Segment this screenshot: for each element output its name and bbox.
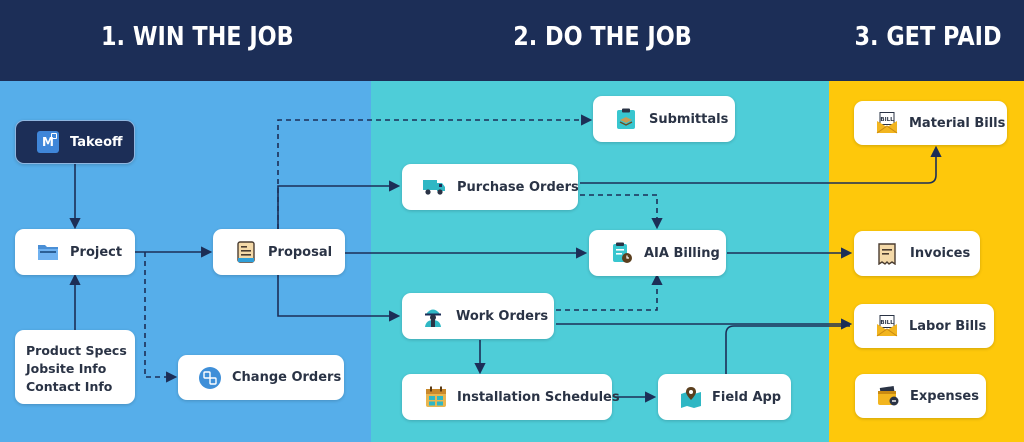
work-orders-label: Work Orders	[456, 308, 549, 324]
clipboard-layers-icon	[615, 108, 637, 130]
edge-purchase-orders-aia-billing	[580, 194, 663, 230]
expenses-label: Expenses	[910, 388, 979, 404]
map-pin-icon	[680, 386, 702, 408]
submittals-label: Submittals	[649, 111, 729, 127]
calendar-icon	[425, 386, 447, 408]
material-bills-label: Material Bills	[909, 115, 1006, 131]
swap-icon	[199, 366, 221, 389]
field-app-node[interactable]: Field App	[658, 374, 791, 420]
aia-billing-label: AIA Billing	[644, 245, 720, 261]
invoices-label: Invoices	[910, 246, 971, 261]
labor-bills-node[interactable]: BILL Labor Bills	[854, 304, 994, 348]
takeoff-logo-letter: M	[42, 135, 54, 149]
field-app-label: Field App	[712, 389, 782, 405]
purchase-orders-label: Purchase Orders	[457, 179, 579, 195]
change-orders-label: Change Orders	[232, 370, 342, 385]
takeoff-logo-icon: M	[37, 131, 59, 153]
product-specs-text: Product Specs	[26, 343, 127, 358]
edge-work-orders-aia-billing	[556, 273, 663, 311]
takeoff-label: Takeoff	[70, 134, 123, 150]
edge-purchase-orders-material-bills	[580, 145, 942, 184]
clipboard-clock-icon	[611, 242, 633, 264]
edge-proposal-purchase-orders	[277, 180, 401, 229]
phase-title-do: 2. DO THE JOB	[513, 22, 692, 52]
labor-bills-label: Labor Bills	[909, 318, 987, 334]
installation-schedules-node[interactable]: Installation Schedules	[402, 374, 620, 420]
work-orders-node[interactable]: Work Orders	[402, 293, 554, 339]
bill-envelope-icon: BILL	[876, 112, 898, 134]
purchase-orders-node[interactable]: Purchase Orders	[402, 164, 579, 210]
submittals-node[interactable]: Submittals	[593, 96, 735, 142]
contact-info-text: Contact Info	[26, 379, 113, 394]
edge-field-app-labor-bills	[725, 325, 850, 374]
edge-proposal-work-orders	[277, 275, 401, 322]
wallet-icon	[877, 385, 899, 407]
expenses-node[interactable]: Expenses	[855, 374, 986, 418]
project-label: Project	[70, 244, 123, 260]
folder-icon	[37, 241, 59, 263]
material-bills-node[interactable]: BILL Material Bills	[854, 101, 1007, 145]
phase-title-paid: 3. GET PAID	[854, 22, 1002, 52]
edge-project-change-orders	[144, 252, 178, 383]
takeoff-node[interactable]: M Takeoff	[15, 120, 135, 164]
jobsite-info-text: Jobsite Info	[26, 361, 107, 376]
proposal-label: Proposal	[268, 244, 333, 260]
change-orders-node[interactable]: Change Orders	[178, 355, 344, 400]
phase-header	[0, 0, 1024, 81]
bill-badge-text: BILL	[880, 320, 894, 326]
aia-billing-node[interactable]: AIA Billing	[589, 230, 726, 276]
truck-icon	[422, 176, 446, 198]
bill-envelope-icon: BILL	[876, 315, 898, 337]
bill-badge-text: BILL	[880, 117, 894, 123]
receipt-icon	[876, 242, 898, 265]
installation-schedules-label: Installation Schedules	[457, 389, 620, 405]
document-icon	[235, 241, 257, 263]
project-node[interactable]: Project	[15, 229, 135, 275]
invoices-node[interactable]: Invoices	[854, 231, 980, 276]
proposal-node[interactable]: Proposal	[213, 229, 345, 275]
worker-icon	[422, 305, 444, 327]
phase-title-win: 1. WIN THE JOB	[101, 22, 294, 52]
project-inputs-node[interactable]: Product Specs Jobsite Info Contact Info	[15, 330, 135, 404]
